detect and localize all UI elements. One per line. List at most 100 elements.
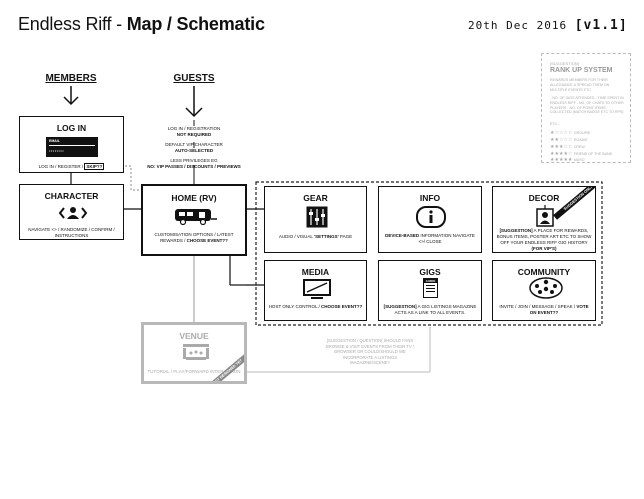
tv-icon (303, 279, 331, 299)
magazine-icon-label: AUDIO (424, 279, 437, 283)
password-field[interactable]: •••••••• (49, 148, 65, 153)
gear-desc-end: PAGE (338, 234, 353, 239)
rank-up-panel: [SUGGESTION] RANK UP SYSTEM REWARDS MEMB… (541, 53, 631, 163)
login-desc: LOG IN / REGISTER / SKIP?? (23, 163, 120, 170)
gear-title: GEAR (303, 193, 328, 203)
not-designed-badge: NOT DESIGNED YET (203, 351, 244, 381)
guests-arrow-head (185, 107, 203, 118)
venue-title: VENUE (179, 331, 209, 341)
skip-link[interactable]: SKIP?? (84, 163, 105, 170)
decor-desc: [SUGGESTION] A PLACE FOR REWARDS, BONUS … (496, 228, 592, 252)
gear-desc: AUDIO / VISUAL 'SETTINGS' PAGE (268, 234, 363, 240)
media-desc-bold: CHOOSE EVENT?? (321, 304, 363, 309)
character-box[interactable]: CHARACTER NAVIGATE <> / RANDOMIZE / CONF… (19, 184, 124, 240)
home-desc-bold: CHOOSE EVENT?? (186, 238, 228, 243)
rank-level: ★★★☆☆ CREW (550, 144, 585, 150)
guests-note-line: LESS PRIVILEGES EG (170, 158, 218, 163)
info-box[interactable]: INFO DEVICE-BASED INFORMATION NAVIGATE <… (378, 186, 482, 253)
star-icon: ★☆☆☆☆ (550, 130, 573, 136)
info-desc-bold: DEVICE-BASED (385, 233, 420, 238)
rank-intro: REWARDS MEMBERS FOR THEIR ALLEGIANCE & S… (550, 78, 610, 92)
rank-title: RANK UP SYSTEM (550, 67, 613, 74)
login-box[interactable]: LOG IN EMAIL •••••••• LOG IN / REGISTER … (19, 116, 124, 173)
email-field[interactable]: EMAIL (49, 139, 95, 146)
skip-dotted-line (101, 165, 141, 191)
magazine-icon: AUDIO (423, 278, 438, 298)
star-icon: ★★★★★ (550, 157, 573, 163)
info-desc: DEVICE-BASED INFORMATION NAVIGATE <>/ CL… (382, 233, 478, 245)
guests-heading: GUESTS (173, 73, 215, 84)
version-label: [v1.1] (574, 18, 628, 33)
decor-title: DECOR (528, 193, 560, 203)
members-heading: MEMBERS (45, 73, 97, 84)
media-desc-text: HOST ONLY CONTROL / (268, 304, 322, 309)
rank-level: ★★★★☆ FRIEND OF THE BAND (550, 151, 612, 157)
community-desc-bold: VOTE ON EVENT?? (529, 304, 589, 315)
members-arrow-head (63, 96, 79, 106)
rank-level: ★☆☆☆☆ GROUPIE (550, 130, 590, 136)
character-title: CHARACTER (44, 191, 99, 201)
star-icon: ★★★☆☆ (550, 144, 573, 150)
gigs-desc-text: A GIG LISTINGS MAGAZINE ACTS AS A LINK T… (394, 304, 477, 315)
rank-level-label: MUSO (573, 158, 585, 162)
decor-desc-bold2: (FOR VIP'S) (531, 246, 557, 251)
home-desc: CUSTOMISATION OPTIONS / LATEST REWARDS /… (146, 232, 242, 244)
decor-box[interactable]: DECOR SUGGESTION ONLY [SUGGESTION] A PLA… (492, 186, 596, 253)
community-title: COMMUNITY (517, 267, 571, 277)
community-desc-text: INVITE / JOIN / MESSAGE / SPEAK / (499, 304, 577, 309)
venue-note: [SUGGESTION / QUESTION] SHOULD FANS BROW… (326, 338, 414, 366)
gigs-box[interactable]: GIGS AUDIO [SUGGESTION] A GIG LISTINGS M… (378, 260, 482, 321)
sliders-icon (306, 206, 328, 228)
login-desc-text: LOG IN / REGISTER / (38, 164, 85, 169)
guests-note-line: NOT REQUIRED (176, 132, 212, 137)
guests-note-line: NO: VIP PASSES / DISCOUNTS / PREVIEWS (147, 164, 241, 169)
gigs-desc: [SUGGESTION] A GIG LISTINGS MAGAZINE ACT… (382, 304, 478, 316)
rank-level-label: GROUPIE (573, 131, 591, 135)
info-icon (416, 206, 446, 228)
info-title: INFO (419, 193, 441, 203)
rank-level-label: ROADIE (573, 138, 588, 142)
rank-tag: [SUGGESTION] (550, 61, 579, 66)
guests-note-line: LOG IN / REGISTRATION (167, 126, 221, 131)
decor-desc-bold: [SUGGESTION] (499, 228, 533, 233)
rank-level-label: CREW (573, 145, 585, 149)
gear-box[interactable]: GEAR AUDIO / VISUAL 'SETTINGS' PAGE (264, 186, 367, 253)
decor-desc-text: A PLACE FOR REWARDS, BONUS ITEMS, POSTER… (496, 228, 592, 245)
gear-desc-bold: 'SETTINGS' (314, 234, 339, 239)
media-desc: HOST ONLY CONTROL / CHOOSE EVENT?? (268, 304, 363, 310)
gigs-desc-bold: [SUGGESTION] (383, 304, 417, 309)
rank-level-label: FRIEND OF THE BAND (573, 152, 613, 156)
star-icon: ★★☆☆☆ (550, 137, 573, 143)
star-icon: ★★★★☆ (550, 151, 573, 157)
media-title: MEDIA (301, 267, 330, 277)
subpages-enclosure (255, 181, 603, 326)
gear-desc-text: AUDIO / VISUAL (278, 234, 314, 239)
page-title: Endless Riff - Map / Schematic (18, 14, 265, 35)
community-icon (529, 277, 563, 299)
guests-note-line: AUTO-SELECTED (174, 148, 214, 153)
info-desc-text: INFORMATION NAVIGATE <>/ CLOSE (418, 233, 475, 244)
rank-level: ★★☆☆☆ ROADIE (550, 137, 588, 143)
rank-etc: ETC... (550, 122, 561, 126)
community-box[interactable]: COMMUNITY INVITE / JOIN / MESSAGE / SPEA… (492, 260, 596, 321)
badge-icon (536, 205, 554, 227)
date-version: 20th Dec 2016 [v1.1] (468, 18, 628, 33)
venue-box[interactable]: VENUE TUTORIAL / PLAY/FORWARD INTERACTIO… (141, 322, 247, 384)
login-form[interactable]: EMAIL •••••••• (46, 137, 98, 157)
home-box[interactable]: HOME (RV) CUSTOMISATION OPTIONS / LATEST… (141, 184, 247, 256)
character-select-icon (58, 207, 88, 219)
character-desc: NAVIGATE <> / RANDOMIZE / CONFIRM / INST… (28, 227, 115, 238)
venue-desc: TUTORIAL / PLAY/FORWARD INTERACTION (147, 369, 241, 374)
rank-level: ★★★★★ MUSO (550, 157, 585, 163)
media-box[interactable]: MEDIA HOST ONLY CONTROL / CHOOSE EVENT?? (264, 260, 367, 321)
date-text: 20th Dec 2016 (468, 19, 575, 32)
title-prefix: Endless Riff - (18, 14, 127, 34)
gigs-title: GIGS (419, 267, 441, 277)
community-desc: INVITE / JOIN / MESSAGE / SPEAK / VOTE O… (496, 304, 592, 316)
guests-notes: LOG IN / REGISTRATION NOT REQUIRED DEFAU… (139, 126, 249, 170)
title-main: Map / Schematic (126, 14, 265, 34)
login-title: LOG IN (56, 123, 87, 133)
home-title: HOME (RV) (171, 193, 217, 203)
rv-icon (175, 209, 217, 226)
